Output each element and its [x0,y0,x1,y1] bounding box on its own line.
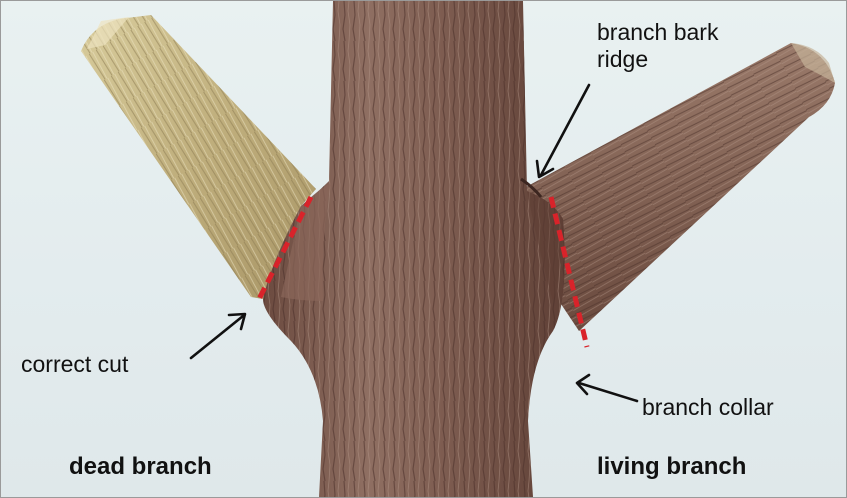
correct-cut-label: correct cut [21,351,128,378]
correct-cut-arrow [191,314,245,358]
branch-collar-label: branch collar [642,394,774,421]
branch-bark-ridge-label: branch bark ridge [597,19,718,73]
trunk-shape [263,1,565,497]
branch-collar-arrow [577,375,637,401]
dead-branch-label: dead branch [69,453,212,481]
branch-bark-ridge-label-line1: branch bark [597,19,718,46]
living-branch-label: living branch [597,453,746,481]
branch-bark-ridge-label-line2: ridge [597,46,718,73]
